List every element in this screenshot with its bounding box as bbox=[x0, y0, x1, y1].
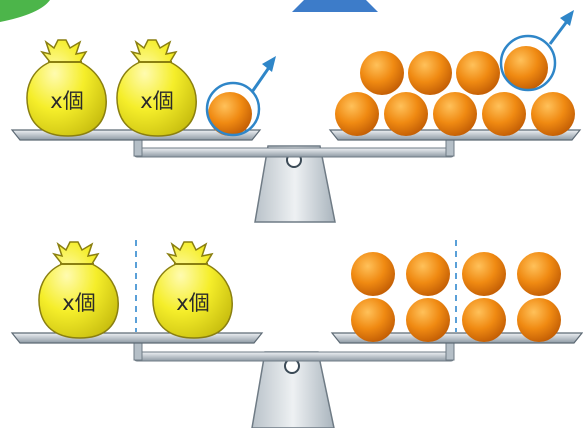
orange bbox=[408, 51, 452, 95]
orange bbox=[517, 298, 561, 342]
orange bbox=[482, 92, 526, 136]
money-bag: x個 bbox=[152, 241, 233, 339]
orange bbox=[335, 92, 379, 136]
orange bbox=[456, 51, 500, 95]
arrow-head-icon bbox=[262, 56, 276, 72]
left-pan bbox=[10, 332, 264, 344]
orange bbox=[504, 46, 548, 90]
scale-beam bbox=[133, 351, 455, 362]
arrow-head-icon bbox=[560, 10, 574, 26]
bag-label: x個 bbox=[176, 291, 209, 315]
orange bbox=[517, 252, 561, 296]
top-triangle-shape bbox=[292, 0, 378, 12]
removal-circle bbox=[499, 34, 557, 92]
arrow-icon bbox=[548, 19, 570, 45]
orange bbox=[433, 92, 477, 136]
top-balance-scale: x個 x個 bbox=[10, 10, 582, 223]
bag-label: x個 bbox=[50, 89, 83, 113]
orange bbox=[360, 51, 404, 95]
money-bag: x個 bbox=[38, 241, 119, 339]
orange bbox=[406, 298, 450, 342]
bottom-balance-scale: x個 x個 bbox=[10, 240, 583, 428]
scale-stand bbox=[254, 145, 336, 223]
orange bbox=[462, 298, 506, 342]
orange bbox=[351, 298, 395, 342]
orange bbox=[208, 92, 252, 136]
removal-circle bbox=[205, 81, 261, 137]
scale-beam bbox=[133, 147, 455, 158]
orange bbox=[531, 92, 575, 136]
orange bbox=[384, 92, 428, 136]
bag-label: x個 bbox=[140, 89, 173, 113]
money-bag: x個 bbox=[26, 39, 107, 137]
orange bbox=[351, 252, 395, 296]
corner-decoration bbox=[0, 0, 50, 22]
arrow-icon bbox=[250, 65, 272, 93]
money-bag: x個 bbox=[116, 39, 197, 137]
orange bbox=[406, 252, 450, 296]
orange bbox=[462, 252, 506, 296]
bag-label: x個 bbox=[62, 291, 95, 315]
